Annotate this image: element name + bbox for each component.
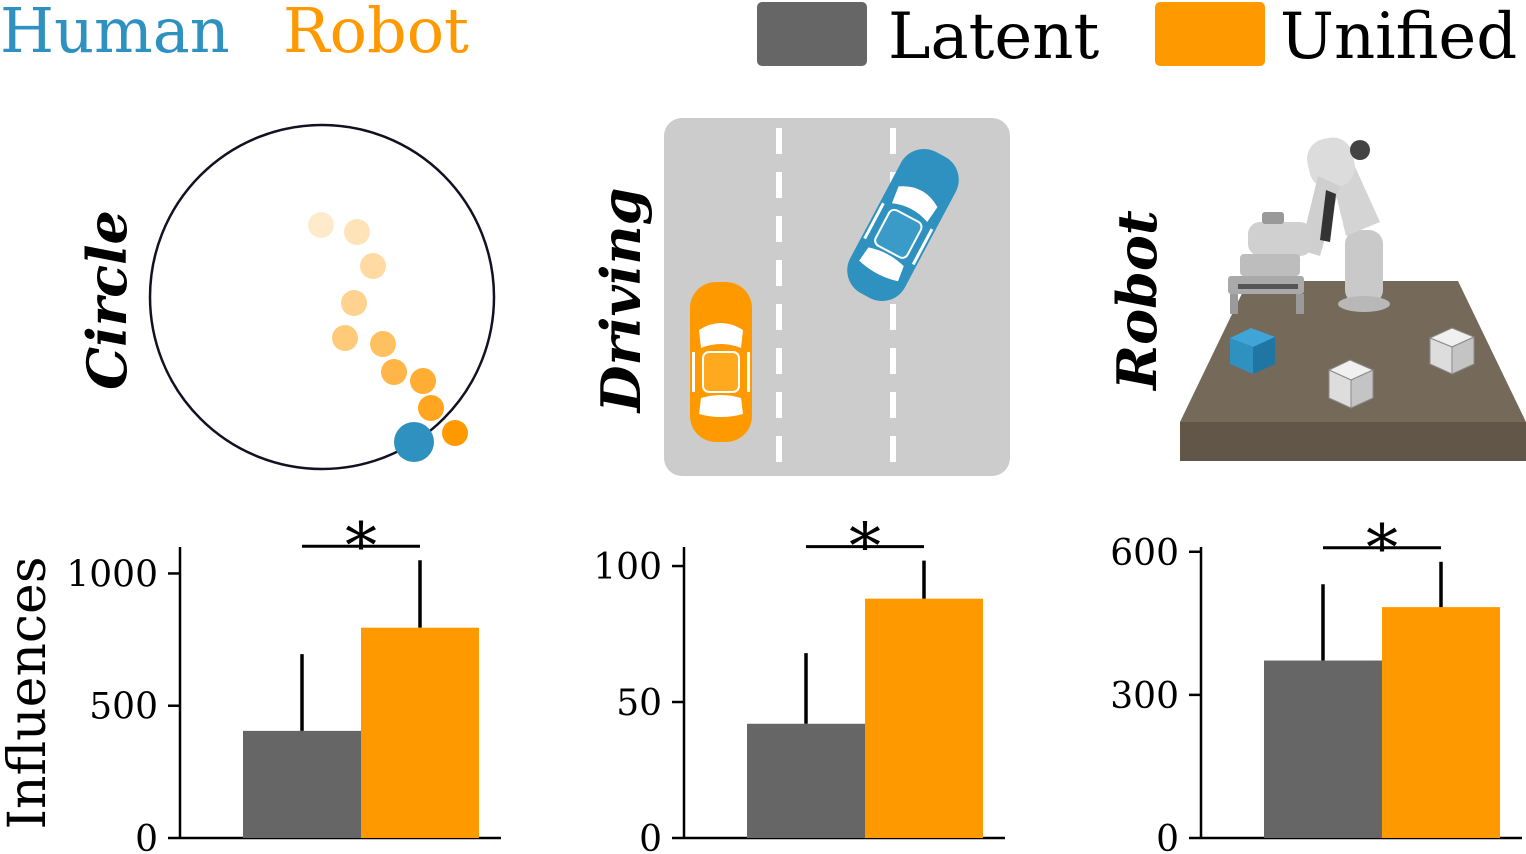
robot-trail-dot	[370, 331, 396, 357]
circle-boundary	[148, 123, 496, 471]
robot-trail-dot	[341, 290, 367, 316]
y-tick-label: 500	[89, 687, 158, 728]
driving-illustration	[664, 118, 1010, 476]
robot-trail-dot	[360, 253, 386, 279]
legend-label-unified: Unified	[1280, 0, 1517, 74]
y-tick-label: 300	[1110, 676, 1179, 717]
significance-marker: *	[849, 511, 881, 585]
human-legend-label: Human	[0, 0, 230, 67]
circle-illustration	[148, 123, 496, 471]
y-axis-label: Influences	[0, 556, 58, 829]
bar-unified	[1382, 607, 1500, 838]
significance-marker: *	[1366, 512, 1398, 586]
table-side	[1180, 422, 1526, 461]
robot-dot	[442, 420, 468, 446]
robot-trail-dot	[418, 395, 444, 421]
robot-trail-dot	[308, 212, 334, 238]
panel-title-circle: Circle	[75, 210, 139, 390]
y-tick-label: 50	[616, 683, 662, 724]
y-tick-label: 0	[1156, 819, 1179, 854]
bar-unified	[361, 627, 479, 838]
robot-illustration	[1180, 137, 1526, 461]
human-dot	[394, 422, 434, 462]
table-top	[1180, 281, 1526, 422]
robot-trail-dot	[332, 325, 358, 351]
y-tick-label: 1000	[66, 554, 158, 595]
y-tick-label: 100	[593, 547, 662, 588]
bar-latent	[1264, 660, 1382, 838]
legend-label-latent: Latent	[888, 0, 1099, 74]
robot-trail-dot	[344, 219, 370, 245]
legend-swatch-latent	[757, 2, 867, 66]
grey-cube	[1327, 359, 1375, 409]
blue-cube	[1230, 328, 1275, 374]
chart-robot: 0 300 600 *	[1110, 512, 1522, 854]
robot-arm	[1228, 137, 1390, 314]
y-tick-label: 0	[135, 819, 158, 854]
robot-trail-dot	[410, 368, 436, 394]
significance-marker: *	[345, 510, 377, 584]
robot-legend-label: Robot	[283, 0, 469, 67]
y-tick-label: 0	[639, 819, 662, 854]
robot-car	[690, 282, 752, 442]
robot-trail-dot	[381, 359, 407, 385]
panel-title-robot: Robot	[1105, 210, 1169, 392]
bar-latent	[747, 723, 865, 838]
human-car	[847, 148, 959, 302]
bar-latent	[243, 730, 361, 838]
chart-circle: 0 500 1000 *	[66, 510, 501, 854]
bar-unified	[865, 598, 983, 838]
y-tick-label: 600	[1110, 533, 1179, 574]
grey-cube	[1428, 327, 1476, 375]
chart-driving: 0 50 100 *	[593, 511, 1005, 854]
panel-title-driving: Driving	[589, 188, 653, 415]
legend-swatch-unified	[1155, 2, 1265, 66]
